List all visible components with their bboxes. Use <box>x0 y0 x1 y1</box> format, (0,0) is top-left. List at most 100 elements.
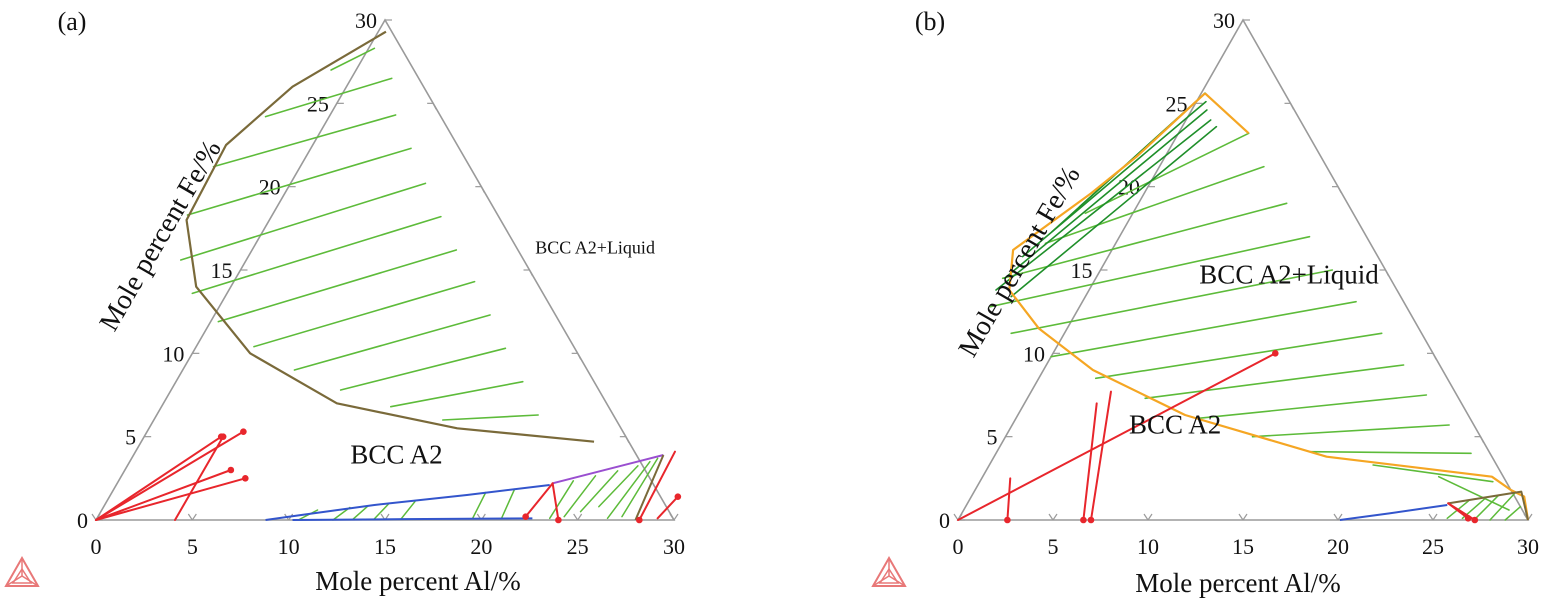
dark-green-tie-line <box>1021 100 1207 258</box>
x-tick-mark <box>191 513 197 521</box>
x-tick-label: 25 <box>567 534 589 559</box>
x-tick-label: 25 <box>1422 534 1444 559</box>
y-tick-label: 10 <box>162 341 184 366</box>
tie-line-endpoint <box>555 516 562 524</box>
tie-line-endpoint <box>1087 516 1095 524</box>
liquid-tie-line <box>191 215 442 295</box>
y-axis-label: Mole percent Fe/% <box>94 135 228 336</box>
red-tie-line <box>957 352 1277 521</box>
lower-phase-boundary <box>1448 490 1529 521</box>
lower-phase-boundary <box>634 454 665 521</box>
x-axis-label: Mole percent Al/% <box>315 566 520 596</box>
x-tick-label: 5 <box>1048 534 1059 559</box>
lower-tie-line <box>563 475 597 518</box>
tie-line-endpoint <box>1272 350 1279 357</box>
x-tick-mark <box>1052 513 1058 521</box>
lower-tie-line <box>548 480 575 520</box>
edge-tick-mark <box>1384 269 1390 277</box>
liquid-tie-line <box>293 314 491 371</box>
x-tick-mark <box>1147 513 1153 521</box>
x-tick-label: 30 <box>1517 534 1539 559</box>
phase-field-label: BCC A2 <box>350 439 442 469</box>
lower-tie-line <box>1475 495 1499 520</box>
x-tick-label: 0 <box>953 534 964 559</box>
lower-tie-line <box>1504 505 1522 521</box>
y-tick-label: 10 <box>1023 341 1045 366</box>
x-tick-label: 20 <box>470 534 492 559</box>
x-tick-mark <box>953 513 959 521</box>
x-tick-mark <box>1143 513 1149 521</box>
red-tie-line <box>173 435 225 521</box>
edge-tick-mark <box>625 436 630 443</box>
y-tick-label: 20 <box>259 175 281 200</box>
lower-tie-line <box>598 465 639 508</box>
y-tick-label: 25 <box>307 91 329 116</box>
y-tick-label: 15 <box>1071 258 1093 283</box>
tie-line-endpoint <box>1471 516 1479 524</box>
liquid-tie-line <box>1084 132 1250 215</box>
lower-tie-line <box>471 491 487 520</box>
x-tick-mark <box>1337 513 1343 521</box>
x-tick-label: 10 <box>1137 534 1159 559</box>
dark-green-tie-line <box>995 119 1212 291</box>
liquid-tie-line <box>1094 332 1383 380</box>
x-tick-label: 5 <box>187 534 198 559</box>
liquid-tie-line <box>1050 300 1357 358</box>
dark-green-tie-line <box>1010 125 1218 298</box>
x-tick-mark <box>1432 513 1438 521</box>
tie-line-endpoint <box>242 475 249 482</box>
liquid-tie-line <box>1010 269 1334 335</box>
tie-line-endpoint <box>636 516 643 524</box>
red-tie-line <box>95 430 245 521</box>
liquid-tie-line <box>330 47 376 71</box>
edge-tick-mark <box>1479 436 1485 443</box>
thermo-calc-logo-icon <box>4 555 40 587</box>
liquid-tie-line <box>1309 450 1472 455</box>
red-tie-line <box>638 450 676 521</box>
liquid-tie-line <box>217 249 458 323</box>
edge-tick-mark <box>1337 186 1342 193</box>
phase-field-label: BCC A2+Liquid <box>535 237 655 257</box>
liquid-phase-boundary <box>1008 92 1530 521</box>
x-tick-label: 20 <box>1327 534 1349 559</box>
liquid-tie-line <box>441 414 539 421</box>
y-tick-label: 0 <box>77 508 88 533</box>
edge-tick-mark <box>480 186 485 193</box>
dark-green-tie-line <box>1003 109 1208 280</box>
x-axis-label: Mole percent Al/% <box>1135 568 1340 598</box>
liquid-tie-line <box>179 182 427 261</box>
lower-tie-line <box>500 488 516 520</box>
x-tick-label: 10 <box>278 534 300 559</box>
y-tick-label: 15 <box>211 258 233 283</box>
y-tick-label: 5 <box>987 425 998 450</box>
x-tick-label: 30 <box>663 534 685 559</box>
liquid-tie-line <box>1251 424 1450 438</box>
tie-line-endpoint <box>1080 516 1087 524</box>
tie-line-endpoint <box>1004 516 1011 524</box>
lower-tie-line <box>606 460 651 520</box>
x-tick-mark <box>669 513 675 521</box>
x-tick-label: 15 <box>1232 534 1254 559</box>
liquid-top-boundary <box>1204 92 1250 135</box>
y-tick-label: 25 <box>1166 91 1188 116</box>
liquid-tie-line <box>1001 202 1288 280</box>
lower-tie-line <box>400 500 416 520</box>
liquid-tie-line <box>1044 165 1265 245</box>
red-tie-line <box>95 469 232 521</box>
tie-line-endpoint <box>240 428 247 435</box>
x-tick-mark <box>1238 513 1244 521</box>
liquid-tie-line <box>1372 464 1494 483</box>
panel-label: (b) <box>915 7 945 36</box>
red-tie-line <box>95 477 247 521</box>
red-tie-line <box>551 482 560 521</box>
liquid-tie-line <box>389 380 524 408</box>
edge-tick-mark <box>1432 353 1437 360</box>
tie-line-endpoint <box>219 433 227 440</box>
red-tie-line <box>1082 402 1098 521</box>
tie-line-endpoint <box>674 493 682 500</box>
y-tick-label: 30 <box>1213 8 1235 33</box>
